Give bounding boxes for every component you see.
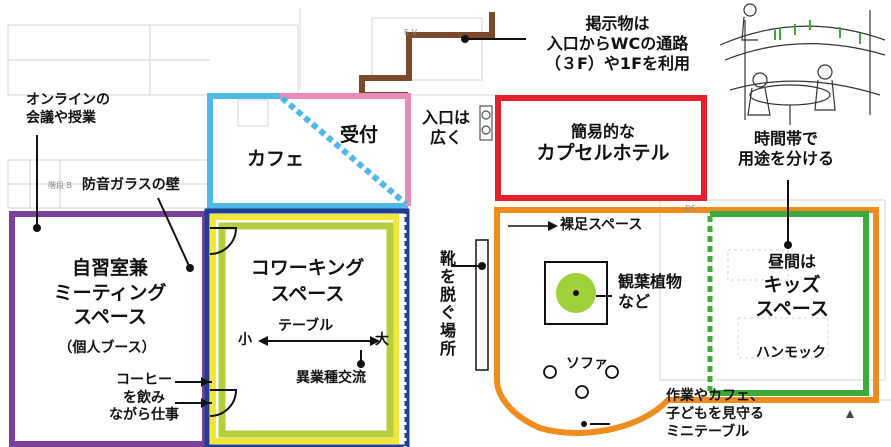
study-room-line-1: 自習室兼 xyxy=(71,257,148,279)
capsule-hotel-line-1: 簡易的な xyxy=(570,122,635,141)
notice-label: 掲示物は 入口からWCの通路 （３F）や1Fを利用 xyxy=(530,14,705,74)
notice-line-3: （３F）や1Fを利用 xyxy=(545,54,690,73)
barefoot-space-label: 裸足スペース xyxy=(560,217,643,233)
hammock-label: ハンモック xyxy=(756,345,826,361)
leader-arrowheads xyxy=(201,221,558,408)
plants-line-2: など xyxy=(618,292,651,311)
coffee-work-line-2: を飲み xyxy=(123,389,165,406)
ds-label: DS xyxy=(685,204,697,213)
coworking-yellow-band xyxy=(210,214,399,444)
plants-label: 観葉植物 など xyxy=(618,272,682,312)
study-room-line-2: ミーティング xyxy=(53,281,167,304)
online-meeting-line-2: 会議や授業 xyxy=(26,109,96,126)
coffee-work-line-1: コーヒー xyxy=(116,372,172,388)
kids-space-line-2: キッズ xyxy=(763,273,821,296)
shoes-off-char-4: ぐ xyxy=(439,302,456,322)
cafe-label: カフェ xyxy=(247,148,305,170)
mini-table-line-3: ミニテーブル xyxy=(666,424,750,441)
small-label: 小 xyxy=(238,332,252,348)
stairs-label: 階段 B xyxy=(48,181,73,190)
study-room-line-3: スペース xyxy=(73,306,147,329)
shoes-off-char-1: 靴 xyxy=(439,249,456,268)
notice-line-2: 入口からWCの通路 xyxy=(546,34,689,53)
elevator-label: E V xyxy=(404,28,418,37)
time-zones-line-2: 用途を分ける xyxy=(737,149,834,168)
wide-entrance-line-2: 広く xyxy=(430,128,463,147)
capsule-hotel-line-2: カプセルホテル xyxy=(536,142,670,164)
kids-space-line-3: スペース xyxy=(755,298,829,321)
plants-line-1: 観葉植物 xyxy=(618,272,683,291)
coffee-work-label: コーヒー を飲み ながら仕事 xyxy=(106,372,182,425)
leader-dots xyxy=(33,35,792,368)
door-swings xyxy=(209,227,238,417)
large-label: 大 xyxy=(375,332,389,348)
kids-space-line-1: 昼間は xyxy=(767,252,816,271)
reception-label: 受付 xyxy=(340,124,379,146)
sofa-circles xyxy=(543,365,619,399)
plant-dot xyxy=(573,290,579,296)
wide-entrance-line-1: 入口は xyxy=(422,108,471,127)
online-meeting-label: オンラインの 会議や授業 xyxy=(26,92,110,127)
coworking-outer-outline xyxy=(204,208,410,447)
table-label: テーブル xyxy=(278,318,334,334)
shoe-bench xyxy=(475,239,489,371)
shoes-off-char-5: 場 xyxy=(439,320,456,340)
wide-entrance-label: 入口は 広く xyxy=(422,108,470,148)
mini-table-dot xyxy=(581,421,587,427)
study-room-label: 自習室兼 ミーティング スペース xyxy=(40,256,180,330)
mini-table-line-2: 子どもを見守る xyxy=(666,406,764,423)
kids-space-label: 昼間は キッズ スペース xyxy=(732,252,852,322)
sofa-label: ソファ xyxy=(566,356,608,372)
shoes-off-label: 靴 を 脱 ぐ 場 所 xyxy=(437,250,459,357)
shoes-off-char-2: を xyxy=(439,266,456,286)
coworking-inner-outline xyxy=(218,222,394,438)
people-sketch-illustration xyxy=(719,3,886,125)
coffee-work-line-3: ながら仕事 xyxy=(109,407,179,423)
washbasin-circles xyxy=(479,105,493,141)
barefoot-area-outline xyxy=(494,207,879,436)
coworking-label: コワーキング スペース xyxy=(240,256,375,307)
mini-table-line-1: 作業やカフェ、 xyxy=(666,388,764,404)
cafe-outline xyxy=(207,93,408,209)
shoes-off-char-6: 所 xyxy=(439,338,456,358)
cross-industry-label: 異業種交流 xyxy=(296,370,366,386)
study-room-sub-label: （個人ブース） xyxy=(58,340,156,356)
soundproof-wall-label: 防音ガラスの壁 xyxy=(82,177,180,193)
books-shelf xyxy=(774,20,861,44)
coworking-line-2: スペース xyxy=(270,282,345,305)
capsule-hotel-label: 簡易的な カプセルホテル xyxy=(522,122,684,166)
cafe-reception-divider xyxy=(280,95,408,207)
reception-outline xyxy=(280,93,411,206)
online-meeting-line-1: オンラインの xyxy=(26,92,110,108)
shoes-off-char-3: 脱 xyxy=(439,284,456,304)
time-zones-line-1: 時間帯で xyxy=(753,129,818,148)
plan-triangle-mark xyxy=(846,410,854,418)
mini-table-label: 作業やカフェ、 子どもを見守る ミニテーブル xyxy=(666,387,764,442)
time-zones-label: 時間帯で 用途を分ける xyxy=(736,129,836,169)
wc-passage-outline xyxy=(359,12,495,98)
plant-box xyxy=(544,261,608,325)
capsule-hotel-outline xyxy=(495,95,707,201)
coworking-line-1: コワーキング xyxy=(250,257,365,279)
notice-line-1: 掲示物は xyxy=(585,14,650,33)
